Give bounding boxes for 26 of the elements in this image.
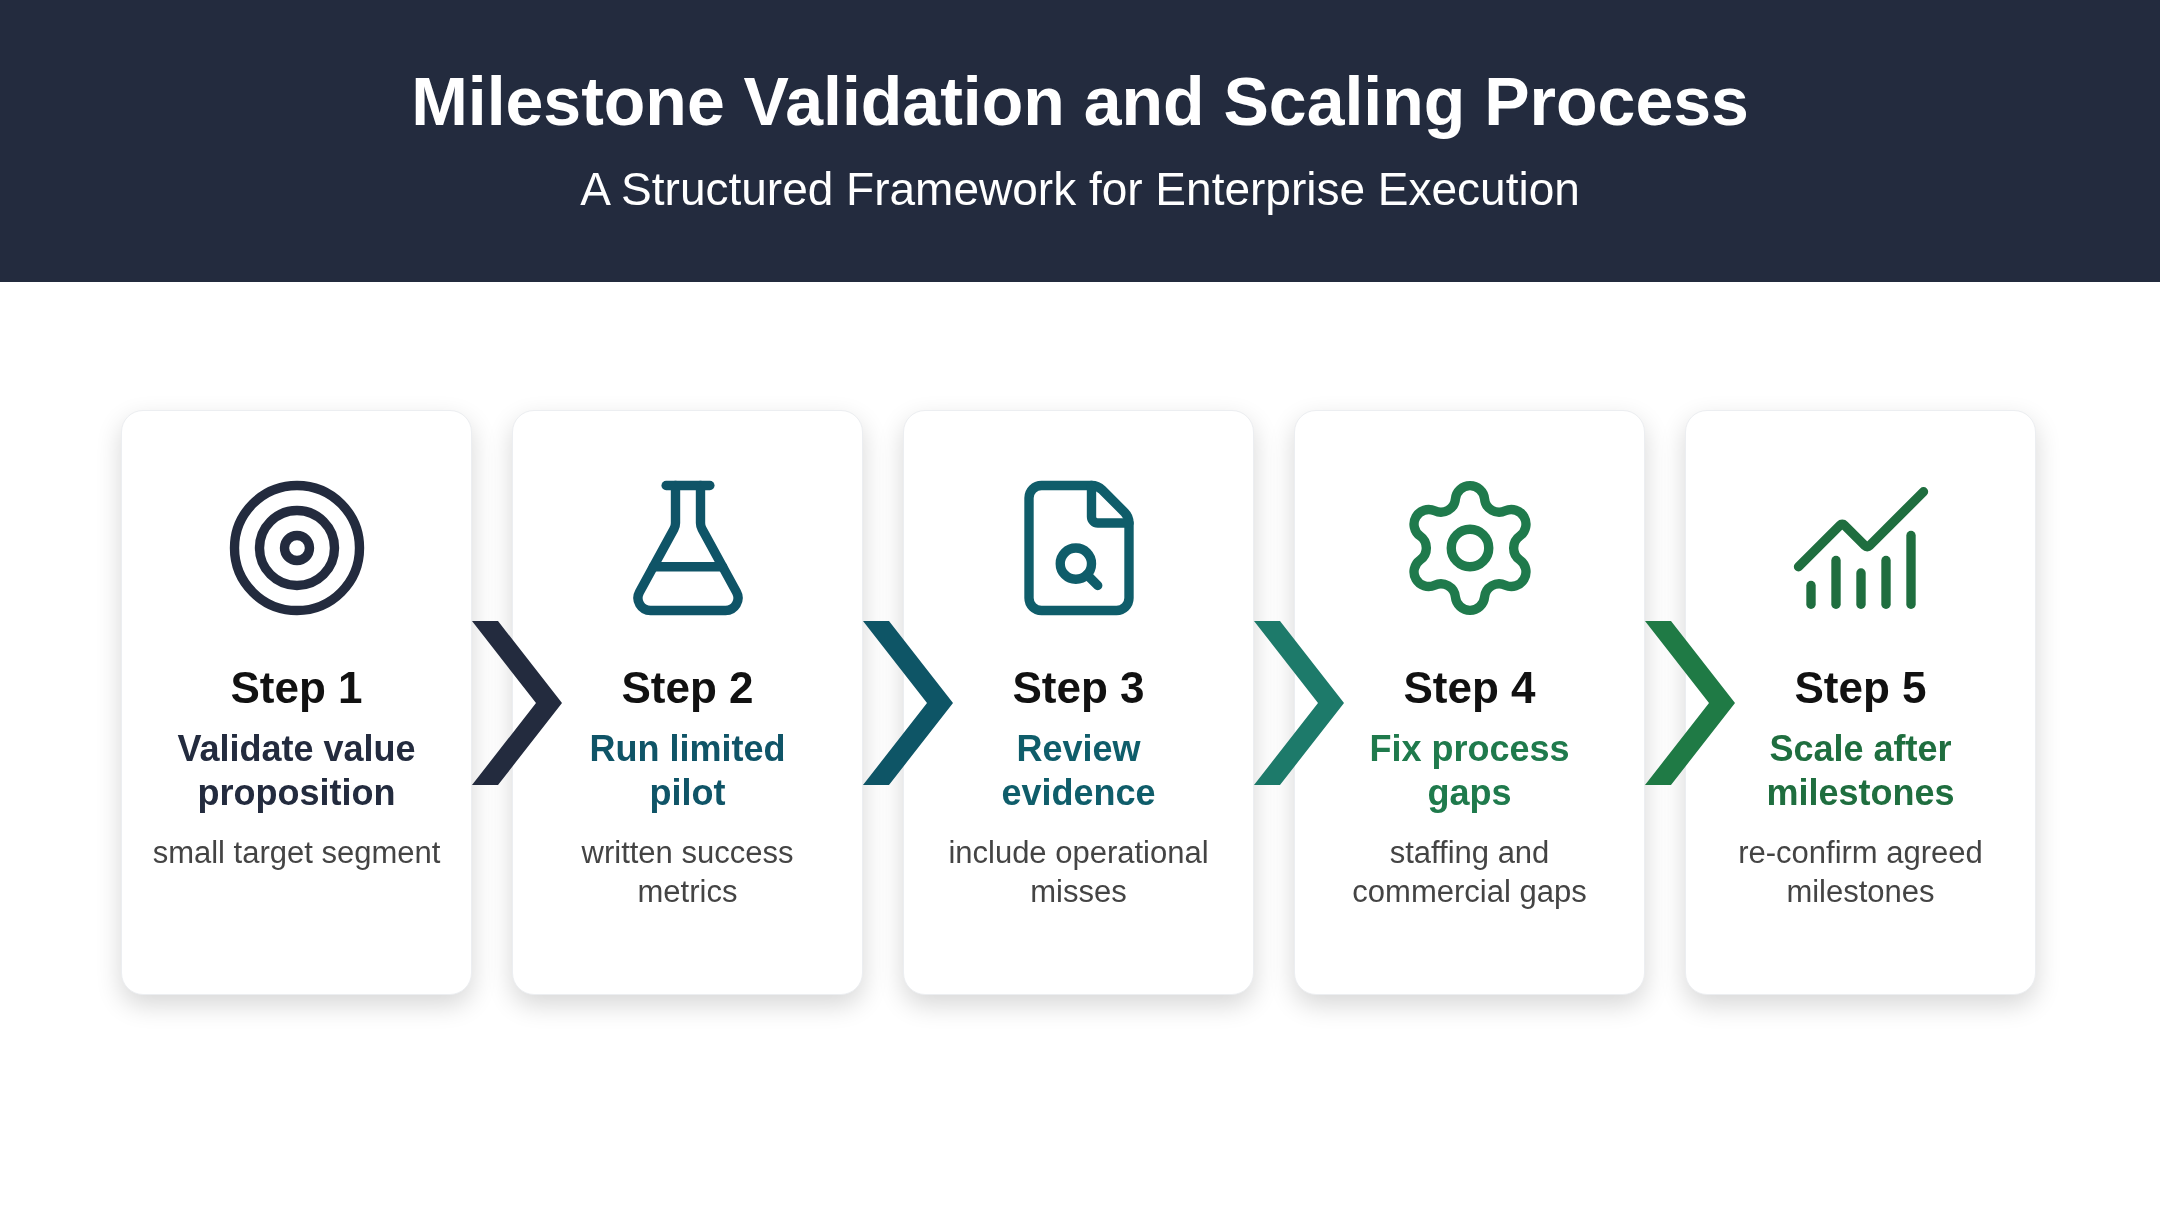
step-description: staffing and commercial gaps <box>1351 834 1588 911</box>
subtitle: A Structured Framework for Enterprise Execution <box>580 162 1580 216</box>
step-title: Fix process gaps <box>1368 727 1571 815</box>
chevron-arrow <box>1254 621 1344 785</box>
chevron-arrow <box>1645 621 1735 785</box>
step-card <box>1685 410 2036 995</box>
step-description: small target segment <box>151 834 442 872</box>
step-number: Step 3 <box>1012 663 1145 713</box>
chevron-arrow <box>863 621 953 785</box>
step-card <box>903 410 1254 995</box>
step-number: Step 5 <box>1794 663 1927 713</box>
step-number: Step 2 <box>621 663 754 713</box>
step-description: written success metrics <box>580 834 795 911</box>
step-description: re-confirm agreed milestones <box>1737 834 1984 911</box>
step-card <box>512 410 863 995</box>
step-title: Run limited pilot <box>588 727 787 815</box>
step-title: Scale after milestones <box>1765 727 1956 815</box>
title: Milestone Validation and Scaling Process <box>410 62 1750 140</box>
step-number: Step 4 <box>1403 663 1536 713</box>
step-number: Step 1 <box>230 663 363 713</box>
step-title: Validate value proposition <box>176 727 417 815</box>
step-description: include operational misses <box>947 834 1210 911</box>
step-card <box>121 410 472 995</box>
step-title: Review evidence <box>1000 727 1157 815</box>
step-card <box>1294 410 1645 995</box>
chevron-arrow <box>472 621 562 785</box>
